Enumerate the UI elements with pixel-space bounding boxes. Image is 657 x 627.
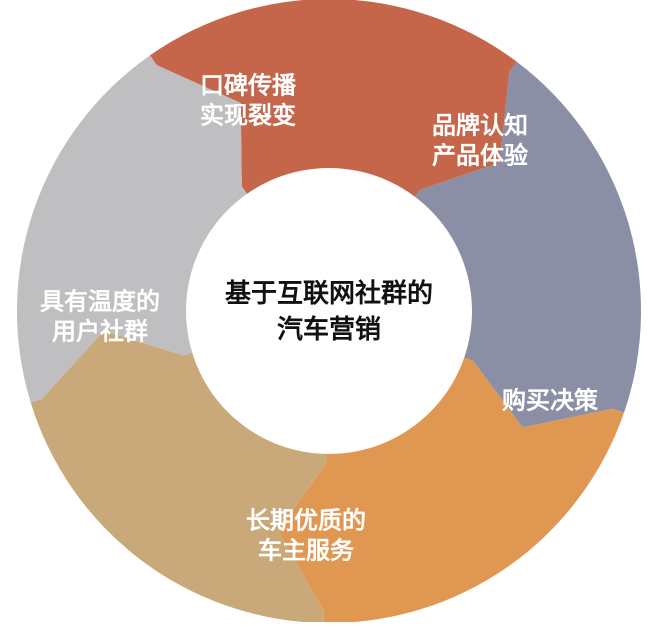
arrow-segment-brand-experience (413, 61, 642, 428)
segment-label-brand-experience: 品牌认知产品体验 (432, 111, 528, 169)
arrow-segment-word-of-mouth (150, 0, 517, 200)
arrow-segment-purchase-decision (278, 356, 624, 624)
center-title-text: 基于互联网社群的汽车营销 (225, 278, 433, 345)
segment-label-line: 长期优质的 (246, 506, 366, 534)
segment-label-line: 购买决策 (502, 386, 599, 414)
segment-label-quality-service: 长期优质的车主服务 (246, 506, 366, 564)
segment-label-line: 具有温度的 (40, 287, 160, 315)
segment-label-line: 品牌认知 (432, 111, 528, 139)
center-title-line: 汽车营销 (277, 314, 381, 345)
segment-labels: 口碑传播实现裂变品牌认知产品体验购买决策长期优质的车主服务具有温度的用户社群 (40, 71, 599, 564)
arrow-segment-warm-community (16, 55, 249, 403)
segment-label-line: 口碑传播 (200, 71, 297, 99)
arrow-segment-quality-service (30, 330, 327, 623)
segment-label-purchase-decision: 购买决策 (502, 386, 599, 414)
segment-label-line: 实现裂变 (200, 101, 296, 129)
segment-label-warm-community: 具有温度的用户社群 (40, 287, 160, 345)
segment-label-word-of-mouth: 口碑传播实现裂变 (200, 71, 297, 129)
center-title-line: 基于互联网社群的 (225, 278, 433, 309)
center-hub (186, 168, 472, 454)
segment-label-line: 车主服务 (258, 536, 355, 564)
segment-label-line: 用户社群 (52, 317, 148, 345)
arrow-segments (16, 0, 642, 624)
segment-label-line: 产品体验 (432, 141, 528, 169)
center-title: 基于互联网社群的汽车营销 (225, 278, 433, 345)
